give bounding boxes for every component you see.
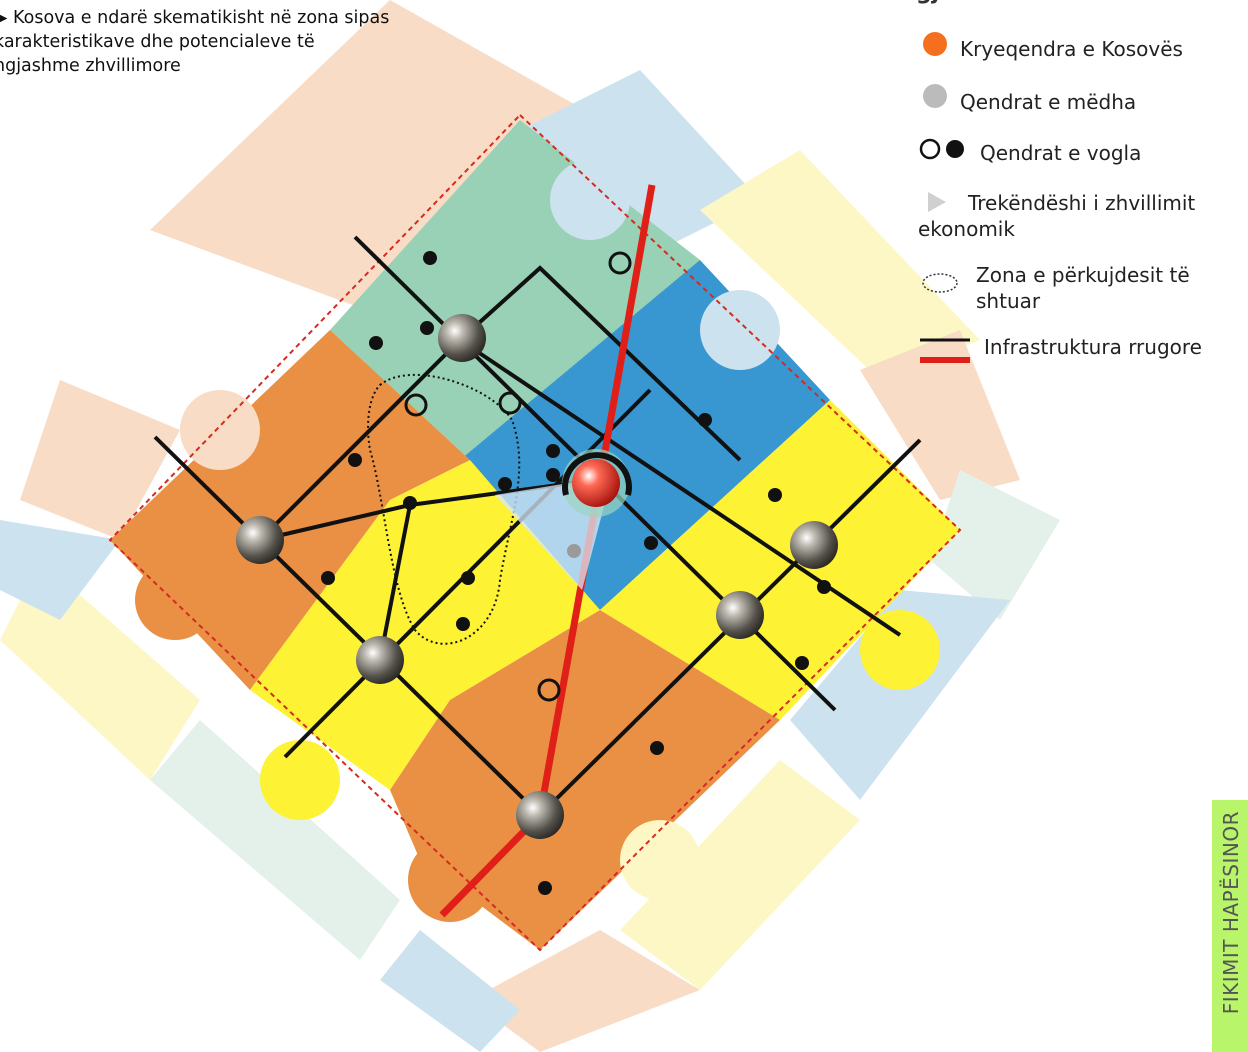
- zone-peach-lobe: [180, 390, 260, 470]
- small-center: [650, 741, 664, 755]
- small-center: [348, 453, 362, 467]
- small-center-open: [498, 391, 522, 415]
- legend-major-symbol: [923, 84, 947, 108]
- small-center: [817, 580, 831, 594]
- road-segment: [258, 265, 742, 542]
- legend-label-capital: Kryeqendra e Kosovës: [960, 37, 1183, 61]
- legend-small-filled-symbol: [946, 140, 964, 158]
- small-center: [420, 321, 434, 335]
- outer-tile: [0, 520, 120, 620]
- small-center: [403, 496, 417, 510]
- zone-yellow-east: [600, 400, 960, 720]
- zone-yellow-center: [250, 460, 600, 790]
- outer-tile: [700, 150, 980, 380]
- side-section-label: FIKIMIT HAPËSINOR: [1212, 800, 1248, 1052]
- outer-tile: [20, 380, 180, 540]
- small-center: [321, 571, 335, 585]
- major-center: [790, 521, 838, 569]
- major-centers: [236, 314, 838, 839]
- extra-care-zone: [367, 373, 521, 645]
- major-center: [236, 516, 284, 564]
- legend-symbols: [919, 32, 970, 363]
- zone-orange-lobe: [408, 838, 492, 922]
- major-center: [438, 314, 486, 362]
- legend-capital-symbol: [923, 32, 947, 56]
- road-segment: [378, 504, 412, 661]
- legend-label-small-centers: Qendrat e vogla: [980, 141, 1142, 165]
- small-center: [698, 413, 712, 427]
- outer-tile: [520, 70, 760, 260]
- small-center-grey: [567, 544, 581, 558]
- zone-orange-lobe: [135, 560, 215, 640]
- small-center: [644, 536, 658, 550]
- legend-zone-symbol: [922, 273, 958, 293]
- legend: gj Kryeqendra e Kosovës Qendrat e mëdha …: [916, 0, 1248, 380]
- outer-tile: [860, 330, 1020, 500]
- zone-blue-lobe: [700, 290, 780, 370]
- capital-sphere: [572, 459, 620, 507]
- legend-label-triangle: Trekëndëshi i zhvillimit ekonomik: [918, 191, 1196, 241]
- side-section-text: FIKIMIT HAPËSINOR: [1219, 811, 1243, 1015]
- small-center: [461, 571, 475, 585]
- capital-center: [562, 449, 632, 517]
- legend-label-care-zone: Zona e përkujdesit të shtuar: [976, 263, 1190, 313]
- small-center: [795, 656, 809, 670]
- outer-tile: [380, 930, 520, 1052]
- small-center: [768, 488, 782, 502]
- kosovo-boundary: [108, 113, 962, 952]
- outer-tile: [930, 470, 1060, 620]
- small-centers-open: [404, 251, 632, 702]
- small-center-open: [404, 393, 428, 417]
- diagram-caption: ▶ Kosova e ndarë skematikisht në zona si…: [0, 8, 390, 76]
- legend-label-roads: Infrastruktura rrugore: [984, 335, 1202, 359]
- legend-triangle-symbol: [928, 192, 946, 212]
- small-center: [538, 881, 552, 895]
- zone-green-lobe: [550, 160, 630, 240]
- zone-orange-lobe: [620, 820, 700, 900]
- road-segment: [153, 435, 542, 817]
- small-center: [456, 617, 470, 631]
- small-center: [498, 477, 512, 491]
- zone-yellow-lobe: [260, 740, 340, 820]
- capital-ring-arc: [562, 452, 632, 496]
- legend-small-open-symbol: [919, 138, 941, 160]
- small-center: [546, 468, 560, 482]
- major-center: [716, 591, 764, 639]
- small-center-open: [537, 678, 561, 702]
- outer-tile: [790, 590, 1010, 800]
- main-road: [439, 184, 656, 918]
- outer-tile: [470, 930, 700, 1052]
- outer-tile: [620, 760, 860, 990]
- legend-label-major-centers: Qendrat e mëdha: [960, 90, 1137, 114]
- major-center: [516, 791, 564, 839]
- small-center: [546, 444, 560, 458]
- small-center: [369, 336, 383, 350]
- small-center-open: [608, 251, 632, 275]
- zone-yellow-lobe: [860, 610, 940, 690]
- legend-title: gj: [916, 0, 939, 5]
- major-center: [356, 636, 404, 684]
- small-center: [423, 251, 437, 265]
- small-centers-filled: [321, 251, 831, 895]
- outer-tile: [150, 720, 400, 960]
